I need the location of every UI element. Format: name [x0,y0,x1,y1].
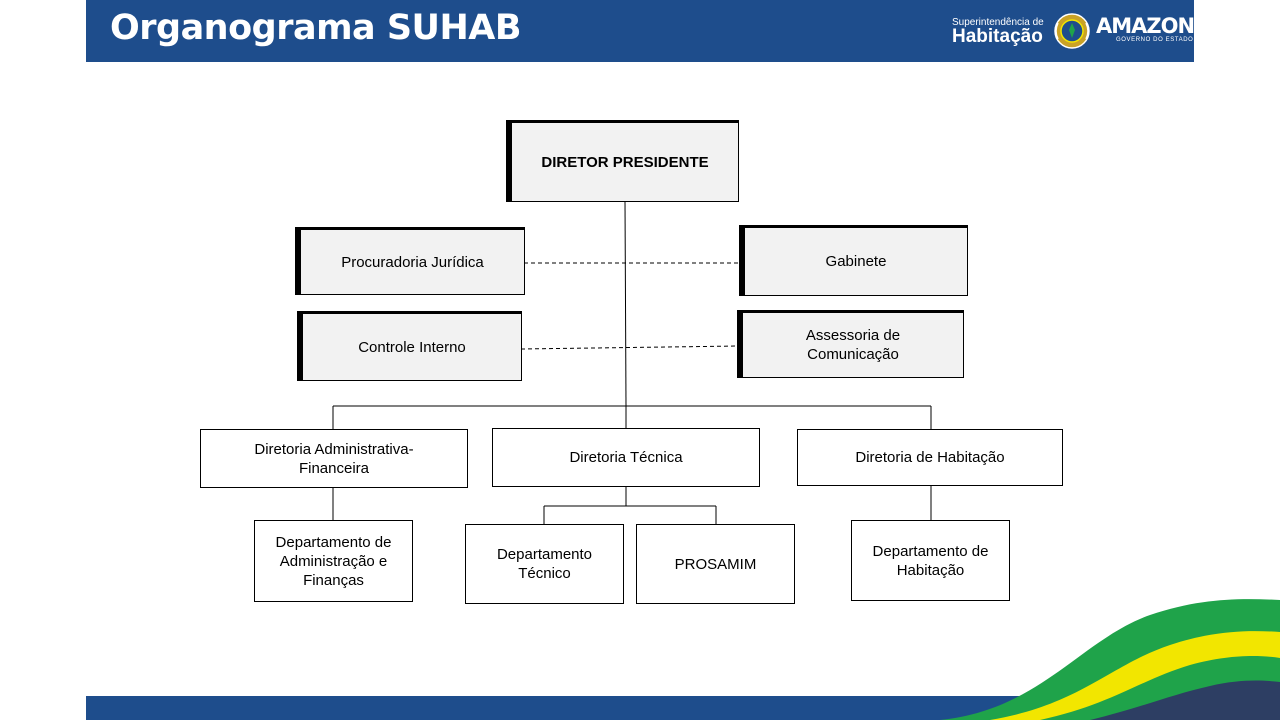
logo-line1: Superintendência de [952,17,1044,28]
org-box-assessoria: Assessoria de Comunicação [737,310,964,378]
org-label: PROSAMIM [674,555,757,573]
coat-of-arms-icon [1052,11,1092,56]
logo-line2: Habitação [952,26,1043,47]
gov-sub: GOVERNO DO ESTADO [1116,37,1194,43]
org-box-dep-tec: Departamento Técnico [465,524,624,604]
trunk-line [624,200,627,407]
org-label: Diretoria de Habitação [855,449,1005,466]
org-box-dir-tec: Diretoria Técnica [492,428,760,487]
org-label: Diretoria Técnica [569,449,683,466]
amazonas-logo: AMAZONAS GOVERNO DO ESTADO [1096,14,1224,43]
org-box-dir-hab: Diretoria de Habitação [797,429,1063,486]
org-box-gabinete: Gabinete [739,225,968,296]
org-box-dep-adm: Departamento de Administração e Finanças [254,520,413,602]
org-label: Gabinete [825,253,887,270]
staff-dashed-line-2 [520,345,740,350]
org-box-controle: Controle Interno [297,311,522,381]
header-bar: Organograma SUHAB Superintendência de Ha… [86,0,1224,62]
org-label: Diretoria Administrativa- Financeira [254,440,414,477]
org-label: Assessoria de Comunicação [805,327,901,363]
org-label: Departamento Técnico [496,546,593,582]
org-box-procuradoria: Procuradoria Jurídica [295,227,525,295]
org-label: Procuradoria Jurídica [341,253,484,271]
org-box-dir-adm: Diretoria Administrativa- Financeira [200,429,468,488]
page-title: Organograma SUHAB [110,8,522,48]
org-label: DIRETOR PRESIDENTE [541,153,709,171]
org-label: Departamento de Administração e Finanças [275,533,392,589]
org-label: Departamento de Habitação [872,542,989,579]
wave-navy [1090,680,1280,720]
org-box-dep-hab: Departamento de Habitação [851,520,1010,601]
gov-name: AMAZONAS [1096,14,1224,38]
org-box-prosamim: PROSAMIM [636,524,795,604]
org-box-president: DIRETOR PRESIDENTE [506,120,739,202]
org-label: Controle Interno [358,338,466,356]
suhab-logo: Superintendência de Habitação [952,17,1044,46]
